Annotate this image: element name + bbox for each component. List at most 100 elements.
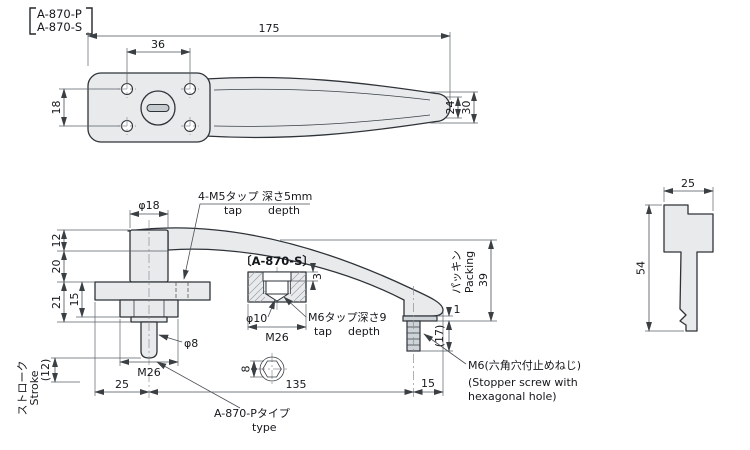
dim-18: 18: [50, 88, 120, 127]
drill-point: [264, 293, 290, 302]
grip-contour-lower: [213, 114, 431, 127]
dim-bottom-row: 25 135 15: [94, 302, 444, 396]
dim-39-packing: 39 パッキン Packing: [280, 239, 497, 322]
handle-arm-side: [127, 227, 444, 317]
dim-key-54: 54: [635, 204, 684, 332]
note-type: A-870-Pタイプ type: [156, 361, 290, 434]
dim-12-label: 12: [50, 234, 63, 248]
stopper-note-jp: M6(六角穴付止めねじ): [468, 358, 581, 372]
title-block: A-870-P A-870-S: [29, 7, 93, 35]
thread-lines: [263, 281, 291, 294]
stroke-label-jp: ストローク: [16, 361, 29, 416]
dim-m26-label: M26: [137, 366, 161, 379]
leader-line: [267, 299, 276, 318]
tap-note-jp: 4-M5タップ 深さ5mm: [198, 190, 312, 203]
dim-20: 20: [50, 250, 95, 283]
model-name-2: A-870-S: [37, 20, 82, 34]
dim-15-left: 15: [68, 281, 120, 318]
dim-m26-left: M26: [119, 319, 179, 379]
dim-8-label: 8: [240, 366, 253, 373]
detail-dim-phi10: φ10: [246, 299, 276, 325]
detail-title: 〔A-870-S〕: [240, 254, 314, 268]
tap-note-en1: tap: [224, 204, 242, 217]
dim-135-label: 135: [286, 378, 307, 391]
detail-note-m6: M6タップ深さ9 tap depth: [283, 296, 387, 338]
dim-17-label: (17): [433, 325, 446, 348]
leader-line: [158, 334, 183, 343]
top-view: 175 36 18 24 30: [50, 22, 478, 143]
key-view: 25 54: [635, 177, 714, 332]
dim-36: 36: [126, 38, 191, 84]
dim-key-width-label: 25: [681, 177, 695, 190]
leader-line: [423, 333, 467, 365]
dim-18-label: 18: [50, 101, 63, 115]
dim-phi18-label: φ18: [138, 199, 159, 212]
stopper-note-en2: hexagonal hole): [468, 390, 557, 403]
packing-label-en: Packing: [463, 251, 476, 293]
side-view: φ18 4-M5タップ 深さ5mm tap depth 12 20 21: [16, 190, 581, 434]
note-tap-m5: 4-M5タップ 深さ5mm tap depth: [182, 190, 312, 280]
tapped-hole: [265, 280, 289, 295]
stroke-label-en: Stroke: [28, 370, 41, 405]
dim-15b-label: 15: [421, 377, 435, 390]
m6-note-jp: M6タップ深さ9: [308, 311, 387, 324]
detail-m26-label: M26: [265, 331, 289, 344]
leader-line: [182, 203, 310, 280]
m6-note-en2: depth: [348, 325, 380, 338]
key-slot: [146, 104, 170, 112]
hex-hole: [262, 360, 282, 378]
hex-socket-view: 8: [240, 353, 290, 385]
leader-line: [156, 361, 241, 409]
detail-dim-m26: M26: [247, 304, 307, 344]
mounting-plate-side: [94, 281, 211, 301]
dim-25-label: 25: [115, 378, 129, 391]
tap-note-en2: depth: [268, 204, 300, 217]
dim-24: 24: [444, 96, 462, 119]
dim-24-label: 24: [444, 101, 457, 115]
counterbore: [262, 271, 292, 282]
dim-20-label: 20: [50, 260, 63, 274]
dim-36-label: 36: [151, 38, 165, 51]
dim-3-label: 3: [311, 273, 324, 280]
title-bracket-left: [29, 7, 36, 35]
hole-centerlines: [118, 80, 199, 135]
detail-a870s: 〔A-870-S〕 3 φ10 M26 M6タップ深さ9 tap dept: [240, 254, 386, 344]
detail-dim-3: 3: [291, 262, 324, 291]
handle-grip-plan: [204, 76, 451, 139]
dim-key-25: 25: [663, 177, 714, 211]
dim-175: 175: [87, 22, 451, 100]
dim-stroke: (12) ストローク Stroke: [16, 357, 141, 416]
title-bracket-right: [86, 7, 93, 35]
m6-note-en1: tap: [314, 325, 332, 338]
key: [663, 204, 714, 332]
dim-stem-dia: φ18: [129, 199, 169, 228]
hidden-tapped-holes: [175, 282, 189, 300]
packing-label-jp: パッキン: [450, 250, 463, 294]
dim-30: 30: [430, 91, 478, 124]
dim-21: 21: [50, 281, 131, 323]
section-hatching: [247, 271, 307, 303]
dim-175-label: 175: [259, 22, 280, 35]
dim-phi8-label: φ8: [184, 337, 198, 350]
type-label-en: type: [252, 421, 277, 434]
dim-key-height-label: 54: [635, 261, 648, 275]
dim-15-label: 15: [68, 293, 81, 307]
type-label-jp: A-870-Pタイプ: [214, 407, 290, 420]
dim-stroke-label: (12): [39, 359, 52, 382]
screw-outline-circle: [259, 356, 285, 382]
leader-line: [283, 296, 307, 318]
grip-contour-upper: [213, 88, 431, 101]
dim-39-label: 39: [477, 273, 490, 287]
dim-21-label: 21: [50, 295, 63, 309]
dim-12: 12: [50, 229, 168, 252]
dim-1-label: 1: [454, 303, 461, 316]
note-stopper: M6(六角穴付止めねじ) (Stopper screw with hexagon…: [423, 333, 581, 403]
dim-30-label: 30: [460, 101, 473, 115]
packing-pad: [402, 315, 438, 322]
dim-17: (17): [420, 320, 453, 352]
dim-shaft-dia: φ8: [158, 334, 198, 350]
dim-phi10-label: φ10: [246, 312, 267, 325]
model-name-1: A-870-P: [37, 7, 82, 21]
